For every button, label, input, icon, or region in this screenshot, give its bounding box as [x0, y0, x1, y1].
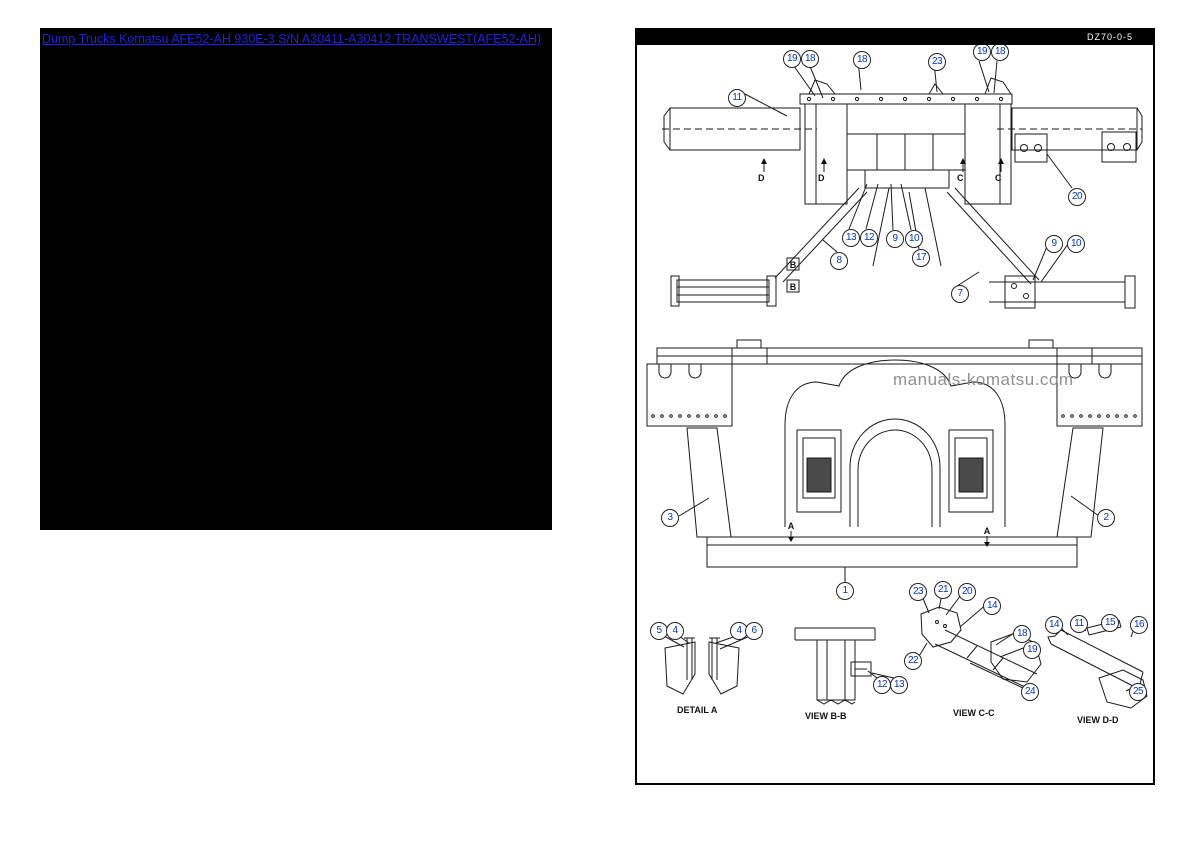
callout-10: 10 — [905, 230, 923, 248]
view-cc-label: VIEW C-C — [953, 708, 995, 718]
callout-7: 7 — [951, 285, 969, 303]
callout-12: 12 — [873, 676, 891, 694]
callout-18: 18 — [853, 51, 871, 69]
callout-15: 15 — [1101, 614, 1119, 632]
callout-16: 16 — [1130, 616, 1148, 634]
section-letter-b: B — [790, 260, 797, 270]
callout-21: 21 — [934, 581, 952, 599]
section-letter-d: D — [818, 173, 825, 183]
callout-18: 18 — [991, 43, 1009, 61]
callout-2: 2 — [1097, 509, 1115, 527]
callout-20: 20 — [1068, 188, 1086, 206]
parts-diagram-panel: DZ70-0-5 — [635, 28, 1155, 785]
section-letter-a: A — [788, 521, 795, 531]
callout-19: 19 — [973, 43, 991, 61]
callout-20: 20 — [958, 583, 976, 601]
callout-23: 23 — [928, 53, 946, 71]
callout-14: 14 — [983, 597, 1001, 615]
callout-24: 24 — [1021, 683, 1039, 701]
callout-23: 23 — [909, 583, 927, 601]
callout-9: 9 — [1045, 235, 1063, 253]
diagram-header-bar: DZ70-0-5 — [637, 30, 1153, 45]
callout-14: 14 — [1045, 616, 1063, 634]
callout-13: 13 — [890, 676, 908, 694]
left-black-panel: Dump Trucks Komatsu AFE52-AH 930E-3 S/N … — [40, 28, 552, 530]
callout-9: 9 — [886, 230, 904, 248]
callout-4: 4 — [666, 622, 684, 640]
callout-3: 3 — [661, 509, 679, 527]
document-title-link[interactable]: Dump Trucks Komatsu AFE52-AH 930E-3 S/N … — [42, 32, 542, 46]
callout-11: 11 — [1070, 615, 1088, 633]
callout-19: 19 — [783, 50, 801, 68]
section-letter-c: C — [995, 173, 1002, 183]
callout-10: 10 — [1067, 235, 1085, 253]
section-letter-c: C — [957, 173, 964, 183]
callout-18: 18 — [1013, 625, 1031, 643]
callout-19: 19 — [1023, 641, 1041, 659]
callout-5: 5 — [650, 622, 668, 640]
callout-6: 6 — [745, 622, 763, 640]
callout-11: 11 — [728, 89, 746, 107]
section-letter-b: B — [790, 282, 797, 292]
callout-25: 25 — [1129, 683, 1147, 701]
section-letter-d: D — [758, 173, 765, 183]
section-letter-a: A — [984, 526, 991, 536]
callout-22: 22 — [904, 652, 922, 670]
callout-1: 1 — [836, 582, 854, 600]
view-bb-label: VIEW B-B — [805, 711, 847, 721]
callout-13: 13 — [842, 229, 860, 247]
callout-18: 18 — [801, 50, 819, 68]
callout-17: 17 — [912, 249, 930, 267]
figure-code: DZ70-0-5 — [1086, 32, 1133, 42]
parts-drawing: D D C C B B A A — [646, 58, 1148, 709]
detail-a-label: DETAIL A — [677, 705, 718, 715]
callout-12: 12 — [860, 229, 878, 247]
front-view-drawing — [646, 339, 1143, 568]
watermark: manuals-komatsu.com — [893, 370, 1074, 389]
view-dd-label: VIEW D-D — [1077, 715, 1119, 725]
callout-8: 8 — [830, 252, 848, 270]
top-assembly-drawing — [662, 77, 1143, 309]
